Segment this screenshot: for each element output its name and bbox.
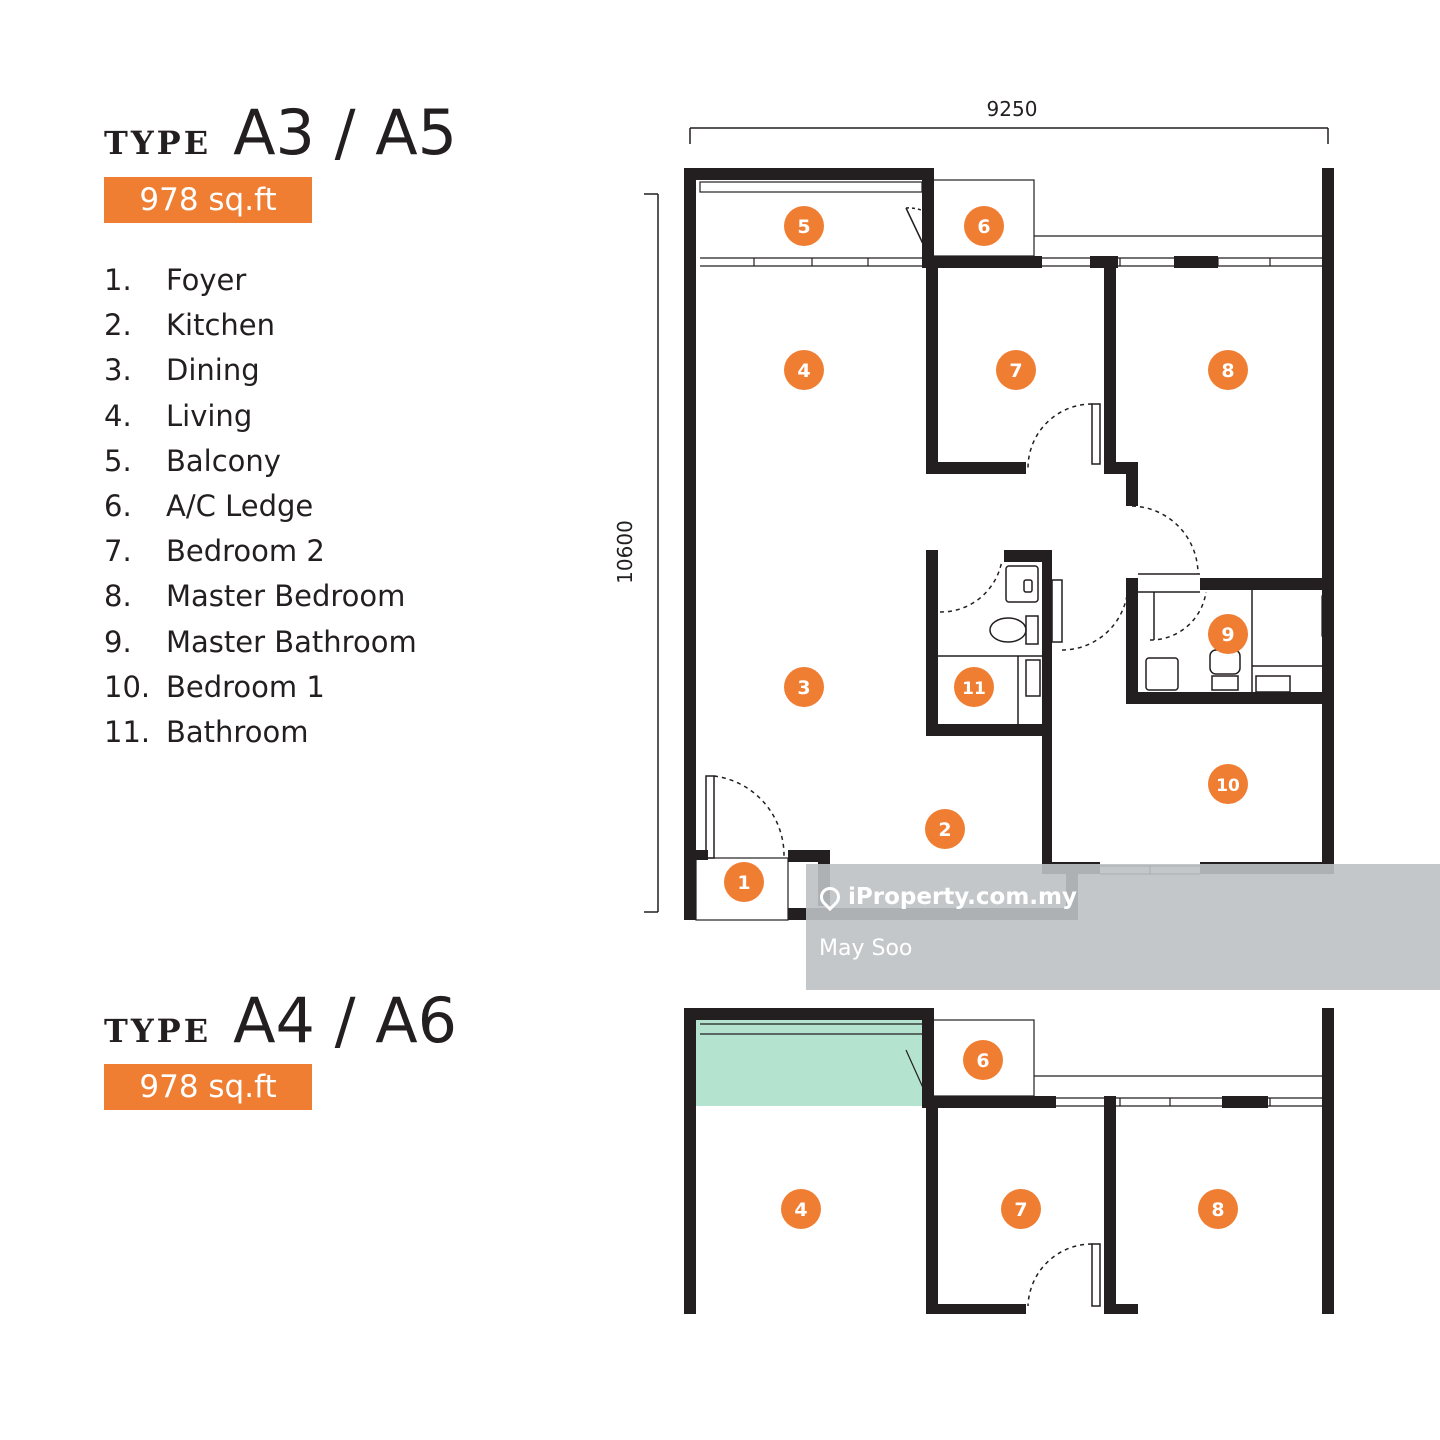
legend-item: 9. Master Bathroom xyxy=(104,620,417,665)
legend-item: 5. Balcony xyxy=(104,439,417,484)
room-marker-label: 7 xyxy=(1009,360,1022,382)
room-marker-label: 11 xyxy=(962,679,986,699)
legend-number: 5. xyxy=(104,443,132,478)
legend-number: 6. xyxy=(104,488,132,523)
width-dimension-label: 9250 xyxy=(987,97,1038,121)
legend-item: 6. A/C Ledge xyxy=(104,484,417,529)
walls xyxy=(684,168,1334,920)
plan-a: 9250 10600 xyxy=(613,97,1334,921)
room-marker-4: 4 xyxy=(781,1189,821,1229)
unit-b-type-word: TYPE xyxy=(104,1012,212,1050)
unit-b-heading: TYPE A4 / A6 xyxy=(104,984,457,1057)
location-pin-icon xyxy=(815,882,845,912)
room-marker-8: 8 xyxy=(1198,1189,1238,1229)
legend-label: Kitchen xyxy=(166,308,275,343)
room-marker-label: 4 xyxy=(797,360,810,382)
legend-item: 1. Foyer xyxy=(104,258,417,303)
walls xyxy=(684,1008,1334,1314)
unit-a-area-badge: 978 sq.ft xyxy=(104,177,312,223)
room-marker-7: 7 xyxy=(1001,1189,1041,1229)
legend-label: Living xyxy=(166,398,253,433)
legend-label: Dining xyxy=(166,353,260,388)
legend-label: Bathroom xyxy=(166,714,309,749)
legend-item: 10. Bedroom 1 xyxy=(104,665,417,710)
legend-number: 2. xyxy=(104,308,132,343)
plan-b: 4 6 7 8 xyxy=(684,1008,1334,1314)
door-swings xyxy=(1027,1243,1101,1307)
legend-number: 8. xyxy=(104,579,132,614)
door-swings xyxy=(705,207,1207,859)
legend-number: 11. xyxy=(104,714,151,749)
height-dimension-line xyxy=(644,193,659,913)
legend-number: 1. xyxy=(104,263,132,297)
legend-item: 7. Bedroom 2 xyxy=(104,529,417,574)
watermark-user: May Soo xyxy=(819,936,913,961)
unit-b-area-badge: 978 sq.ft xyxy=(104,1064,312,1110)
room-markers: 1 2 3 4 5 6 7 8 9 10 11 xyxy=(724,206,1248,902)
legend-label: Foyer xyxy=(166,263,247,297)
unit-a-type-word: TYPE xyxy=(104,124,212,162)
legend-label: Master Bedroom xyxy=(166,579,406,614)
room-marker-label: 9 xyxy=(1221,624,1234,646)
legend-item: 8. Master Bedroom xyxy=(104,574,417,619)
legend-number: 4. xyxy=(104,398,132,433)
room-marker-1: 1 xyxy=(724,862,764,902)
room-marker-4: 4 xyxy=(784,350,824,390)
room-marker-label: 7 xyxy=(1014,1199,1027,1221)
legend-number: 7. xyxy=(104,534,132,569)
room-marker-9: 9 xyxy=(1208,614,1248,654)
legend-item: 4. Living xyxy=(104,394,417,439)
legend-item: 3. Dining xyxy=(104,348,417,393)
room-marker-8: 8 xyxy=(1208,350,1248,390)
room-marker-6: 6 xyxy=(964,206,1004,246)
room-marker-11: 11 xyxy=(954,667,994,707)
legend-label: Bedroom 1 xyxy=(166,669,325,704)
unit-b-type-code: A4 / A6 xyxy=(233,984,458,1057)
legend-item: 2. Kitchen xyxy=(104,303,417,348)
watermark-brand-text: iProperty.com.my xyxy=(848,884,1078,910)
legend-number: 9. xyxy=(104,624,132,659)
legend-label: Bedroom 2 xyxy=(166,534,325,569)
bathroom-fixtures xyxy=(938,565,1322,724)
width-dimension-line xyxy=(689,127,1329,144)
room-marker-label: 4 xyxy=(794,1199,807,1221)
room-marker-label: 2 xyxy=(938,819,951,841)
room-marker-10: 10 xyxy=(1208,764,1248,804)
room-marker-label: 3 xyxy=(797,677,810,699)
unit-a-type-code: A3 / A5 xyxy=(233,96,458,169)
room-marker-label: 1 xyxy=(737,872,750,894)
room-marker-label: 6 xyxy=(977,216,990,238)
room-marker-6: 6 xyxy=(963,1040,1003,1080)
room-marker-3: 3 xyxy=(784,667,824,707)
room-marker-5: 5 xyxy=(784,206,824,246)
room-marker-label: 8 xyxy=(1221,360,1234,382)
window-lines xyxy=(700,1019,1322,1107)
legend-number: 3. xyxy=(104,353,132,388)
room-marker-label: 6 xyxy=(976,1050,989,1072)
room-marker-7: 7 xyxy=(996,350,1036,390)
room-marker-label: 5 xyxy=(797,216,810,238)
legend-label: Balcony xyxy=(166,443,281,478)
height-dimension-label: 10600 xyxy=(613,520,637,584)
unit-a-heading: TYPE A3 / A5 xyxy=(104,96,457,169)
legend-label: Master Bathroom xyxy=(166,624,417,659)
legend-number: 10. xyxy=(104,669,151,704)
room-marker-label: 10 xyxy=(1216,776,1240,796)
legend-item: 11. Bathroom xyxy=(104,710,417,755)
room-markers: 4 6 7 8 xyxy=(781,1040,1238,1229)
watermark-brand: iProperty.com.my xyxy=(815,882,1078,912)
balcony-highlight xyxy=(696,1020,928,1106)
watermark-overlay: iProperty.com.my May Soo xyxy=(806,864,1440,990)
room-marker-2: 2 xyxy=(925,809,965,849)
room-marker-label: 8 xyxy=(1211,1199,1224,1221)
room-legend: 1. Foyer 2. Kitchen 3. Dining 4. Living 5. Ba… xyxy=(104,258,417,755)
legend-label: A/C Ledge xyxy=(166,488,314,523)
